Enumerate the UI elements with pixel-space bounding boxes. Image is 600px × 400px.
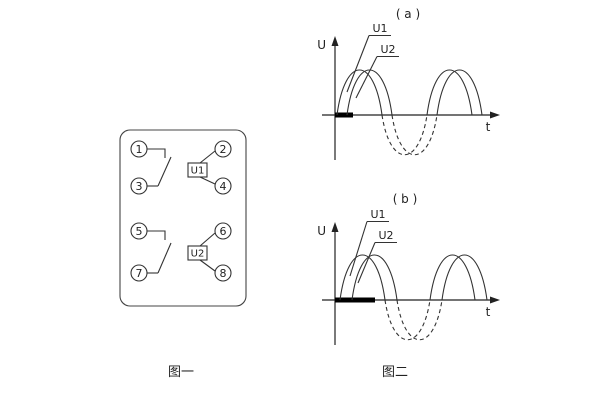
plot-b-x-axis-label: t (486, 305, 491, 319)
terminal-4-circle (214, 177, 232, 195)
plot-b-y-axis-label: U (317, 224, 326, 238)
terminal-4-number: 4 (220, 180, 227, 193)
plot-a-title: ( a ) (396, 7, 420, 21)
plot-a-u2-curve-label: U2 (380, 43, 395, 56)
plot-b-u2-curve-label: U2 (378, 229, 393, 242)
coil-u1-lead-bottom (199, 176, 216, 185)
coil-u1-box (187, 162, 208, 178)
plot-a-x-axis-label: t (486, 120, 491, 134)
plot-b-u1-curve-label: U1 (370, 208, 385, 221)
terminal-7-number: 7 (136, 267, 143, 280)
terminal-5-number: 5 (136, 225, 143, 238)
plot-b-u1-wave-hump1 (339, 254, 386, 301)
plot-b-y-axis-arrow (331, 222, 339, 232)
plot-a-u1-wave-hump1 (336, 69, 383, 116)
plot-b-x-axis-arrow (490, 296, 500, 304)
contact-5-7-switch-arm (157, 242, 172, 274)
plot-b-u2-wave-hump2 (441, 254, 488, 301)
plot-a-u1-curve-label: U1 (372, 22, 387, 35)
terminal-6-number: 6 (220, 225, 227, 238)
plot-a-y-axis-arrow (331, 36, 339, 46)
coil-u1-lead-top (199, 150, 216, 164)
terminal-3-number: 3 (136, 180, 143, 193)
plot-a: ( a ) U t U1 (317, 7, 500, 160)
contact-1-lead (147, 148, 166, 158)
plot-b: ( b ) U t U1 (317, 192, 500, 345)
plot-a-y-axis-label: U (317, 38, 326, 52)
plot-a-u2-wave-hump2 (436, 69, 483, 116)
figure2-caption: 图二 (382, 365, 408, 380)
terminal-2-circle (214, 140, 232, 158)
figure2-waveform-plots: ( a ) U t U1 (317, 7, 500, 380)
figure1-caption: 图一 (168, 365, 194, 380)
plot-b-u1-wave-trough-dashed (384, 299, 431, 341)
plot-b-u1-wave-hump2 (429, 254, 476, 301)
coil-u2-label: U2 (191, 249, 205, 260)
plot-a-u1-wave-hump2 (426, 69, 473, 116)
plot-b-u2-pointer-line (357, 242, 376, 284)
coil-u2-lead-bottom (199, 259, 216, 272)
plot-b-u2-wave-hump1 (351, 254, 398, 301)
plot-a-u1-pointer-line (346, 35, 370, 93)
contact-1-3-switch-arm (157, 156, 172, 187)
plot-a-u2-pointer-line (355, 56, 378, 99)
plot-a-u2-wave-trough-dashed (391, 114, 438, 156)
coil-u2-lead-top (199, 232, 216, 247)
relay-outline-box (119, 129, 247, 307)
plot-b-title: ( b ) (393, 192, 418, 206)
plot-b-u2-wave-trough-dashed (396, 299, 443, 341)
terminal-2-number: 2 (220, 143, 227, 156)
plot-a-x-axis-arrow (490, 111, 500, 119)
terminal-6-circle (214, 222, 232, 240)
figure1-terminal-diagram: 1 2 3 4 5 6 7 8 U1 (119, 129, 247, 380)
terminal-8-number: 8 (220, 267, 227, 280)
plot-a-u1-wave-trough-dashed (381, 114, 428, 156)
coil-u1-label: U1 (191, 166, 205, 177)
contact-5-lead (147, 230, 166, 240)
coil-u2-box (187, 245, 208, 261)
terminal-8-circle (214, 264, 232, 282)
terminal-1-number: 1 (136, 143, 143, 156)
plot-b-u1-pointer-line (349, 221, 368, 277)
